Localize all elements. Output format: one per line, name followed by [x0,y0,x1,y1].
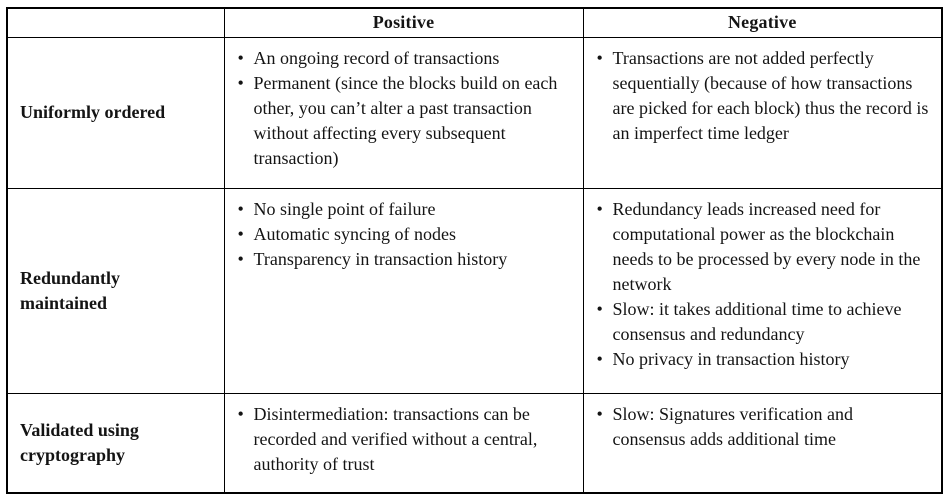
bullet-item: Disintermediation: transactions can be r… [238,402,571,477]
bullet-list: Disintermediation: transactions can be r… [235,402,571,477]
corner-header-cell [6,7,225,38]
column-header-negative: Negative [582,7,943,38]
bullet-item: Redundancy leads increased need for comp… [597,197,930,297]
negative-cell-redundantly-maintained: Redundancy leads increased need for comp… [582,187,943,394]
bullet-item: Slow: it takes additional time to achiev… [597,297,930,347]
bullet-list: No single point of failureAutomatic sync… [235,197,571,272]
negative-cell-uniformly-ordered: Transactions are not added perfectly seq… [582,36,943,189]
bullet-list: Slow: Signatures verification and consen… [594,402,930,452]
bullet-item: Transparency in transaction history [238,247,571,272]
bullet-item: Transactions are not added perfectly seq… [597,46,930,146]
table-row-uniformly-ordered: Uniformly ordered An ongoing record of t… [6,36,943,189]
bullet-item: Automatic syncing of nodes [238,222,571,247]
bullet-list: An ongoing record of transactionsPermane… [235,46,571,171]
column-header-positive: Positive [223,7,584,38]
bullet-item: No single point of failure [238,197,571,222]
positive-cell-validated-using-cryptography: Disintermediation: transactions can be r… [223,392,584,494]
pros-cons-table: Positive Negative Uniformly ordered An o… [6,7,943,494]
row-label-uniformly-ordered: Uniformly ordered [6,36,225,189]
table-header-row: Positive Negative [6,7,943,38]
bullet-item: Slow: Signatures verification and consen… [597,402,930,452]
positive-cell-redundantly-maintained: No single point of failureAutomatic sync… [223,187,584,394]
bullet-list: Redundancy leads increased need for comp… [594,197,930,372]
bullet-item: Permanent (since the blocks build on eac… [238,71,571,171]
bullet-item: An ongoing record of transactions [238,46,571,71]
bullet-list: Transactions are not added perfectly seq… [594,46,930,146]
positive-cell-uniformly-ordered: An ongoing record of transactionsPermane… [223,36,584,189]
table-row-redundantly-maintained: Redundantly maintained No single point o… [6,187,943,394]
negative-cell-validated-using-cryptography: Slow: Signatures verification and consen… [582,392,943,494]
table-row-validated-using-cryptography: Validated using cryptography Disintermed… [6,392,943,494]
row-label-redundantly-maintained: Redundantly maintained [6,187,225,394]
row-label-validated-using-cryptography: Validated using cryptography [6,392,225,494]
bullet-item: No privacy in transaction history [597,347,930,372]
